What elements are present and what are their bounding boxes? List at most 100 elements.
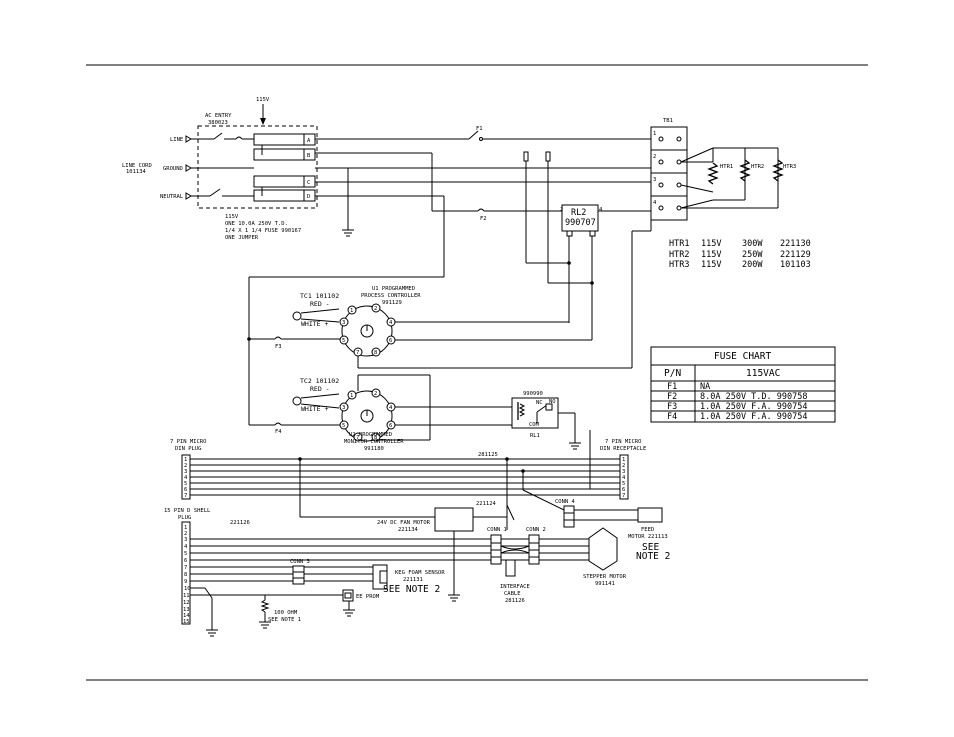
svg-text:1.0A 250V F.A. 990754: 1.0A 250V F.A. 990754 [700,402,807,412]
switch-label: F1 [476,126,483,132]
din-connectors: 7 PIN MICRO DIN PLUG 1 2 3 4 5 6 7 7 PIN… [170,430,646,530]
ee-prom-label: EE PROM [356,594,380,600]
svg-text:5: 5 [184,551,187,557]
svg-text:7: 7 [184,565,187,571]
svg-text:WHITE +: WHITE + [301,405,328,413]
u1-name2: PROCESS CONTROLLER [361,293,421,299]
conn-4-feed-motor: CONN 4 FEED MOTOR 221113 [522,489,668,540]
controller-u2: TC2 101102 RED - WHITE + 1 2 3 4 5 6 7 8… [274,374,512,452]
svg-text:F4: F4 [275,429,282,435]
svg-text:5: 5 [622,481,625,487]
svg-text:4: 4 [184,475,188,481]
cable-281125: 281125 [478,452,498,458]
svg-text:115V: 115V [701,239,721,249]
conn-1-2: CONN 1 CONN 2 INTERFACE CABLE 281126 [487,527,546,604]
fuse-chart-col2: 115VAC [746,368,780,379]
svg-text:250W: 250W [742,250,763,260]
ground-label: GROUND [163,166,183,172]
resistor-line2: SEE NOTE 1 [268,617,301,623]
fuse-chart-col1: P/N [664,368,681,379]
rl1-part: 990990 [523,391,543,397]
svg-text:3: 3 [342,320,345,326]
svg-text:COM: COM [529,422,540,428]
svg-text:3: 3 [184,469,187,475]
svg-text:F2: F2 [667,392,677,402]
svg-text:3: 3 [653,177,656,183]
svg-text:1: 1 [184,457,187,463]
svg-text:11: 11 [183,593,190,599]
svg-text:3: 3 [342,405,345,411]
line-cord-part: 101134 [126,169,147,175]
svg-text:NA: NA [700,382,710,392]
fan-motor-part2: 221124 [476,501,497,507]
ac-terminal-a: A [307,138,311,144]
svg-text:7: 7 [356,435,359,441]
svg-text:7: 7 [622,493,625,499]
rl2-label: RL2 [571,208,586,218]
stepper-note-line2: NOTE 2 [636,551,670,562]
dshell-line1: 15 PIN D SHELL [164,508,211,514]
svg-text:2: 2 [622,463,625,469]
din-plug-line2: DIN PLUG [175,446,202,452]
svg-text:1: 1 [350,393,353,399]
svg-text:4: 4 [599,207,603,213]
svg-text:9: 9 [184,579,187,585]
tb1-label: TB1 [663,118,673,124]
svg-text:RED -: RED - [310,385,330,393]
conn-3: CONN 3 [290,559,310,585]
svg-text:NO: NO [549,399,556,405]
main-power-wiring: F1 F2 [247,126,651,426]
keg-sensor-note: SEE NOTE 2 [383,584,440,595]
svg-text:6: 6 [184,558,187,564]
svg-text:12: 12 [183,600,190,606]
ac-terminal-b: B [307,153,311,159]
u2-name2: MONITOR CONTROLLER [344,439,404,445]
conn4-label: CONN 4 [555,499,576,505]
svg-text:221129: 221129 [780,250,811,260]
svg-text:F3: F3 [667,402,677,412]
din-plug-line1: 7 PIN MICRO [170,439,206,445]
fuse-f2-label: F2 [480,216,487,222]
conn3-label: CONN 3 [290,559,310,565]
feed-motor-line2: MOTOR 221113 [628,534,668,540]
fuse-note-line4: ONE JUMPER [225,235,259,241]
din-receptacle-line1: 7 PIN MICRO [605,439,641,445]
svg-text:2: 2 [560,207,563,213]
line-cord-label: LINE CORD [122,163,152,169]
relay-rl2: RL2 990707 2 4 [523,151,651,340]
line-label: LINE [170,137,183,143]
fuse-chart-title: FUSE CHART [714,351,771,362]
feed-motor-line1: FEED [641,527,654,533]
htr3-label: HTR3 [783,164,796,170]
svg-text:8.0A 250V T.D. 990758: 8.0A 250V T.D. 990758 [700,392,807,402]
fan-motor-label: 24V DC FAN MOTOR [377,520,431,526]
svg-text:6: 6 [184,487,187,493]
ac-entry-dashed-box [197,125,318,209]
svg-text:NC: NC [536,400,543,406]
svg-text:6: 6 [622,487,625,493]
ac-entry-part: 380023 [208,120,228,126]
svg-text:2: 2 [184,463,187,469]
fuse-note-line2: ONE 10.0A 250V T.D. [225,221,288,227]
fuse-note-line1: 115V [225,214,239,220]
terminal-block-tb1: TB1 1 2 3 4 HTR1 HTR2 HTR3 [650,118,796,221]
svg-text:WHITE +: WHITE + [301,320,328,328]
keg-foam-sensor: KEG FOAM SENSOR 221131 SEE NOTE 2 [372,564,445,595]
keg-sensor-line1: KEG FOAM SENSOR [395,570,445,576]
svg-text:F1: F1 [667,382,677,392]
interface-cable-line1: INTERFACE [500,584,530,590]
svg-text:5: 5 [342,338,345,344]
input-power-label: 115V [256,97,270,103]
dshell-connector: 15 PIN D SHELL PLUG 221126 1 2 3 4 5 6 7… [164,508,590,637]
stepper-note-line1: SEE [642,542,659,553]
heater-table: HTR1 115V 300W 221130 HTR2 115V 250W 221… [669,239,811,270]
svg-text:1: 1 [653,131,656,137]
svg-text:HTR2: HTR2 [669,250,689,260]
svg-text:HTR1: HTR1 [669,239,689,249]
svg-text:6: 6 [389,338,392,344]
svg-text:4: 4 [184,544,188,550]
svg-text:4: 4 [389,320,393,326]
fan-motor-part: 221134 [398,527,419,533]
u2-probe-label: TC2 101102 [300,377,339,385]
